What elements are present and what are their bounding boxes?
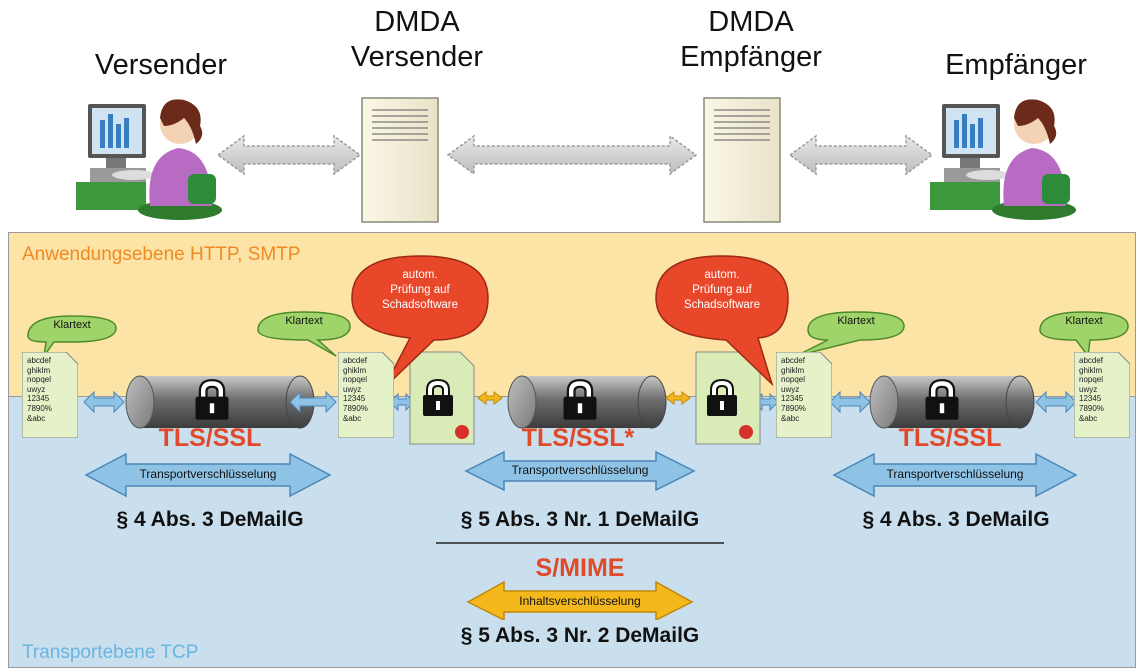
klartext-bubble-4 bbox=[1039, 311, 1129, 358]
malware-check-line3: Schadsoftware bbox=[381, 299, 459, 311]
sender-computer-icon bbox=[76, 104, 156, 210]
transport-arrow-middle-label: Transportverschlüsselung bbox=[511, 463, 649, 477]
connection-arrow-left bbox=[216, 134, 362, 176]
encrypted-document-icon bbox=[409, 351, 475, 445]
plaintext-document-icon: abcdef ghiklm nopqel uwyz 12345 7890% &a… bbox=[338, 352, 394, 438]
transport-arrow-right-label: Transportverschlüsselung bbox=[886, 467, 1024, 481]
receiver-person-icon bbox=[992, 99, 1076, 220]
connection-arrow-middle bbox=[446, 134, 698, 176]
transport-arrow-left-label: Transportverschlüsselung bbox=[139, 467, 277, 481]
plaintext-document-text: abcdef ghiklm nopqel uwyz 12345 7890% &a… bbox=[781, 356, 806, 423]
connector-arrow bbox=[1035, 390, 1077, 414]
malware-check-bubble-2 bbox=[655, 255, 789, 387]
malware-check-line1: autom. bbox=[402, 269, 438, 281]
law-reference-middle: § 5 Abs. 3 Nr. 1 DeMailG bbox=[460, 508, 700, 531]
connector-arrow bbox=[289, 390, 337, 414]
law-reference-right: § 4 Abs. 3 DeMailG bbox=[862, 508, 1050, 531]
connector-arrow-content bbox=[477, 391, 503, 405]
transport-arrow-middle bbox=[464, 450, 696, 492]
malware-check-label: autom. Prüfung auf Schadsoftware bbox=[352, 268, 488, 313]
law-reference-left: § 4 Abs. 3 DeMailG bbox=[116, 508, 304, 531]
label-dmda-sender-line1: DMDA bbox=[374, 6, 460, 38]
transport-layer bbox=[8, 396, 1136, 668]
tls-pipe-left bbox=[125, 375, 315, 429]
content-arrow-label: Inhaltsverschlüsselung bbox=[519, 594, 641, 608]
label-dmda-sender: DMDA Versender bbox=[322, 5, 512, 75]
malware-check-line1: autom. bbox=[704, 269, 740, 281]
klartext-label: Klartext bbox=[285, 315, 323, 327]
klartext-label: Klartext bbox=[53, 319, 91, 331]
application-layer-title: Anwendungsebene HTTP, SMTP bbox=[22, 244, 301, 265]
klartext-bubble-3 bbox=[795, 311, 905, 357]
law-reference-smime: § 5 Abs. 3 Nr. 2 DeMailG bbox=[460, 624, 700, 647]
dmda-sender-server-icon bbox=[361, 97, 439, 223]
protocol-label-right: TLS/SSL bbox=[898, 424, 1002, 452]
malware-check-line2: Prüfung auf bbox=[390, 284, 450, 296]
encrypted-document-icon bbox=[695, 351, 761, 445]
label-sender: Versender bbox=[94, 49, 228, 81]
malware-check-line2: Prüfung auf bbox=[692, 284, 752, 296]
receiver-computer-icon bbox=[930, 104, 1010, 210]
plaintext-document-icon: abcdef ghiklm nopqel uwyz 12345 7890% &a… bbox=[776, 352, 832, 438]
top-illustration bbox=[76, 97, 1076, 223]
connection-arrow-right bbox=[788, 134, 934, 176]
plaintext-document-text: abcdef ghiklm nopqel uwyz 12345 7890% &a… bbox=[343, 356, 368, 423]
application-layer bbox=[8, 232, 1136, 398]
label-dmda-receiver-line2: Empfänger bbox=[680, 41, 822, 73]
sender-person-icon bbox=[138, 99, 222, 220]
connector-arrow bbox=[83, 390, 125, 414]
klartext-bubble-2 bbox=[257, 311, 351, 357]
pipeline-illustration bbox=[27, 255, 1129, 445]
protocol-label-left: TLS/SSL bbox=[158, 424, 262, 452]
plaintext-document-text: abcdef ghiklm nopqel uwyz 12345 7890% &a… bbox=[27, 356, 52, 423]
plaintext-document-icon: abcdef ghiklm nopqel uwyz 12345 7890% &a… bbox=[22, 352, 78, 438]
malware-check-bubble-1 bbox=[351, 255, 489, 389]
connector-arrow bbox=[829, 390, 871, 414]
label-dmda-receiver-line1: DMDA bbox=[708, 6, 794, 38]
label-receiver: Empfänger bbox=[945, 49, 1087, 81]
protocol-label-middle: TLS/SSL* bbox=[521, 424, 635, 452]
malware-check-line3: Schadsoftware bbox=[683, 299, 761, 311]
klartext-label: Klartext bbox=[1065, 315, 1103, 327]
klartext-bubble-1 bbox=[27, 315, 117, 357]
tls-pipe-middle bbox=[507, 375, 667, 429]
plaintext-document-text: abcdef ghiklm nopqel uwyz 12345 7890% &a… bbox=[1079, 356, 1104, 423]
klartext-label: Klartext bbox=[837, 315, 875, 327]
tls-pipe-right bbox=[869, 375, 1035, 429]
label-dmda-receiver: DMDA Empfänger bbox=[656, 5, 846, 75]
plaintext-document-icon: abcdef ghiklm nopqel uwyz 12345 7890% &a… bbox=[1074, 352, 1130, 438]
dmda-receiver-server-icon bbox=[703, 97, 781, 223]
encryption-arrows bbox=[84, 450, 1078, 620]
connector-arrow-content bbox=[665, 391, 691, 405]
transport-arrow-right bbox=[832, 452, 1078, 498]
transport-layer-title: Transportebene TCP bbox=[22, 642, 199, 663]
transport-arrow-left bbox=[84, 452, 332, 498]
content-arrow-smime bbox=[466, 580, 694, 620]
protocol-label-smime: S/MIME bbox=[535, 554, 625, 582]
label-dmda-sender-line2: Versender bbox=[350, 41, 484, 73]
malware-check-label: autom. Prüfung auf Schadsoftware bbox=[656, 268, 788, 313]
